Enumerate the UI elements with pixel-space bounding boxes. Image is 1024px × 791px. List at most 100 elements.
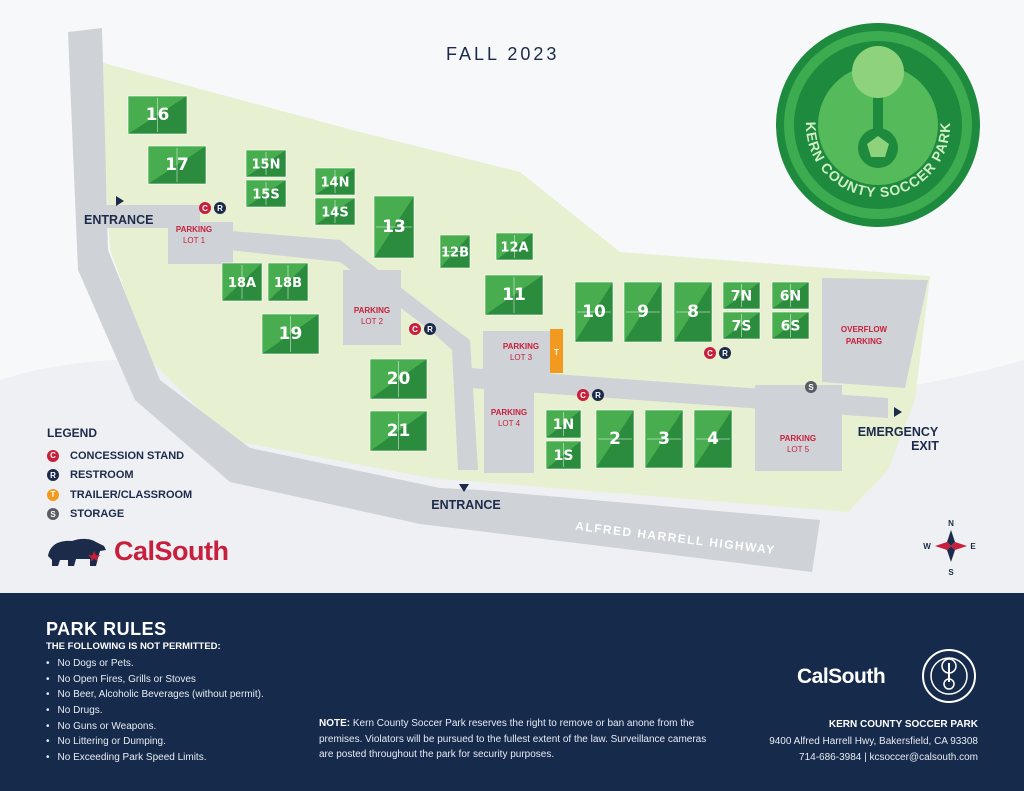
field-16: 16: [127, 95, 188, 135]
field-label: 1S: [554, 448, 574, 464]
field-10: 10: [574, 281, 614, 343]
field-3: 3: [644, 409, 684, 469]
field-label: 18A: [228, 276, 256, 291]
legend-item-concession: C CONCESSION STAND: [47, 446, 192, 466]
field-label: 1N: [553, 417, 574, 433]
field-9: 9: [623, 281, 663, 343]
contact-name: KERN COUNTY SOCCER PARK: [828, 719, 978, 730]
field-label: 7S: [732, 319, 752, 335]
field-label: 12B: [441, 246, 469, 261]
field-18a: 18A: [221, 262, 263, 302]
storage-icon: S: [47, 508, 59, 521]
trailer-letter: T: [554, 348, 559, 357]
rule-item: No Exceeding Park Speed Limits.: [46, 750, 264, 766]
storage-icon-letter: S: [808, 383, 814, 392]
field-label: 21: [387, 421, 411, 441]
field-label: 19: [279, 324, 303, 344]
field-17: 17: [147, 145, 207, 185]
park-rules-panel: PARK RULES THE FOLLOWING IS NOT PERMITTE…: [0, 593, 1024, 791]
entrance-west-label: ENTRANCE: [84, 213, 153, 227]
calsouth-wordmark: CalSouth: [114, 535, 229, 566]
restroom-icon-letter: R: [427, 325, 433, 334]
legend-label-storage: STORAGE: [70, 508, 125, 521]
field-label: 15S: [252, 188, 279, 203]
compass-s: S: [948, 568, 954, 577]
compass-n: N: [948, 519, 954, 528]
entrance-south-arrow: [459, 484, 469, 492]
lot4-title: PARKING: [491, 408, 527, 417]
season-title: FALL 2023: [446, 44, 560, 64]
lot3-sub: LOT 3: [510, 353, 533, 362]
rule-item: No Guns or Weapons.: [46, 719, 264, 735]
concession-icon: [409, 323, 421, 335]
field-label: 12A: [500, 241, 528, 256]
field-label: 20: [387, 369, 411, 389]
restroom-icon-letter: R: [722, 349, 728, 358]
legend-item-restroom: R RESTROOM: [47, 466, 192, 486]
field-label: 17: [165, 155, 189, 175]
field-label: 14N: [321, 176, 350, 191]
field-1s: 1S: [545, 440, 582, 470]
field-12b: 12B: [439, 234, 471, 269]
tree-canopy-icon: [852, 46, 904, 98]
rule-item: No Beer, Alcoholic Beverages (without pe…: [46, 687, 264, 703]
parking-lot-5: [755, 385, 842, 471]
field-label: 4: [707, 429, 719, 449]
field-7n: 7N: [722, 281, 761, 310]
parking-lot-1: [168, 222, 233, 264]
overflow-title: OVERFLOW: [841, 325, 888, 334]
calsouth-logo: CalSouth: [46, 534, 229, 568]
rule-item: No Dogs or Pets.: [46, 656, 264, 672]
concession-icon-letter: C: [580, 391, 586, 400]
field-1n: 1N: [545, 409, 582, 439]
field-8: 8: [673, 281, 713, 343]
parking-lot-3: [483, 331, 551, 376]
legend-label-restroom: RESTROOM: [70, 469, 134, 482]
field-11: 11: [484, 274, 544, 316]
compass-rose: N S E W: [923, 519, 976, 577]
field-label: 7N: [731, 289, 752, 305]
lot5-title: PARKING: [780, 434, 816, 443]
soccer-fields: 16 17 15N 15S 14N 14S 13 12B 12A 11 18A 18B 19 20 21 10…: [127, 95, 810, 470]
bear-icon: [48, 538, 106, 566]
concession-icon-letter: C: [202, 204, 208, 213]
concession-icon: [704, 347, 716, 359]
contact-block: KERN COUNTY SOCCER PARK 9400 Alfred Harr…: [769, 717, 978, 767]
field-label: 11: [502, 285, 526, 305]
restroom-icon: [214, 202, 226, 214]
concession-icon: C: [47, 449, 59, 462]
field-15s: 15S: [245, 179, 287, 208]
rule-item: No Open Fires, Grills or Stoves: [46, 672, 264, 688]
trailer-classroom: [550, 329, 563, 373]
trailer-icon: T: [47, 488, 59, 501]
field-20: 20: [369, 358, 428, 400]
legend-item-storage: S STORAGE: [47, 505, 192, 525]
field-12a: 12A: [495, 232, 534, 261]
restroom-icon: R: [47, 469, 59, 482]
concession-icon: [199, 202, 211, 214]
rules-list: No Dogs or Pets. No Open Fires, Grills o…: [46, 656, 264, 766]
legend-label-trailer: TRAILER/CLASSROOM: [70, 488, 193, 501]
field-15n: 15N: [245, 149, 287, 178]
emergency-label-2: EXIT: [911, 439, 939, 453]
lot3-title: PARKING: [503, 342, 539, 351]
concession-icon-letter: C: [707, 349, 713, 358]
field-label: 16: [146, 105, 170, 125]
lot1-sub: LOT 1: [183, 236, 206, 245]
restroom-icon-letter: R: [217, 204, 223, 213]
small-badge-icon: [922, 649, 976, 703]
restroom-icon-letter: R: [595, 391, 601, 400]
lot1-title: PARKING: [176, 225, 212, 234]
entrance-south-label: ENTRANCE: [431, 498, 500, 512]
field-label: 18B: [274, 276, 302, 291]
parking-lot-2: [343, 270, 401, 345]
field-label: 13: [382, 217, 406, 237]
field-label: 8: [687, 302, 699, 322]
rule-item: No Drugs.: [46, 703, 264, 719]
emergency-exit-arrow: [894, 407, 902, 417]
note: NOTE: Kern County Soccer Park reserves t…: [319, 716, 719, 763]
compass-w: W: [923, 542, 931, 551]
field-label: 14S: [321, 206, 348, 221]
compass-e: E: [970, 542, 976, 551]
